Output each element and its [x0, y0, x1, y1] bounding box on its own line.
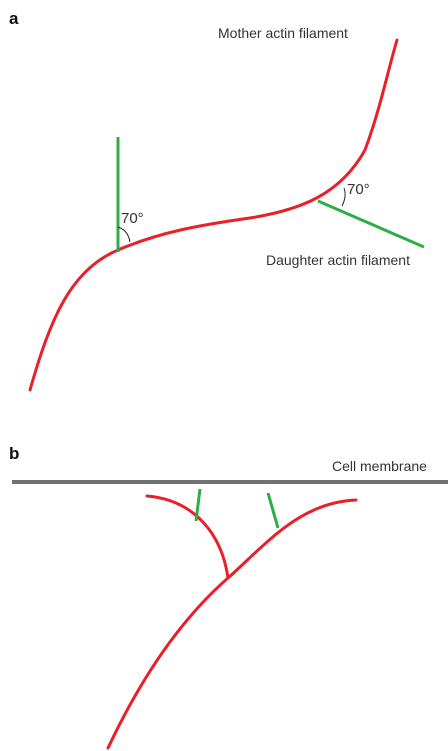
daughter-filament-b-left [194, 488, 202, 522]
panel-a: a Mother actin filament 70° 70° Daughter… [9, 9, 425, 392]
daughter-filament-right-a [317, 199, 425, 249]
angle-label-left: 70° [121, 210, 144, 227]
angle-arc-right [341, 187, 346, 207]
mother-filament-label: Mother actin filament [218, 25, 348, 41]
mother-filament-a [28, 38, 399, 392]
panel-b: b Cell membrane [9, 444, 448, 750]
angle-label-right: 70° [347, 181, 370, 198]
panel-b-letter: b [9, 444, 19, 463]
mother-filament-b-left-branch [145, 494, 230, 580]
cell-membrane-label: Cell membrane [332, 458, 427, 474]
daughter-filament-label: Daughter actin filament [266, 252, 410, 268]
angle-arc-left [117, 226, 131, 243]
daughter-filament-b-right [266, 492, 280, 529]
panel-a-letter: a [9, 9, 19, 28]
mother-filament-b-trunk [106, 498, 358, 750]
